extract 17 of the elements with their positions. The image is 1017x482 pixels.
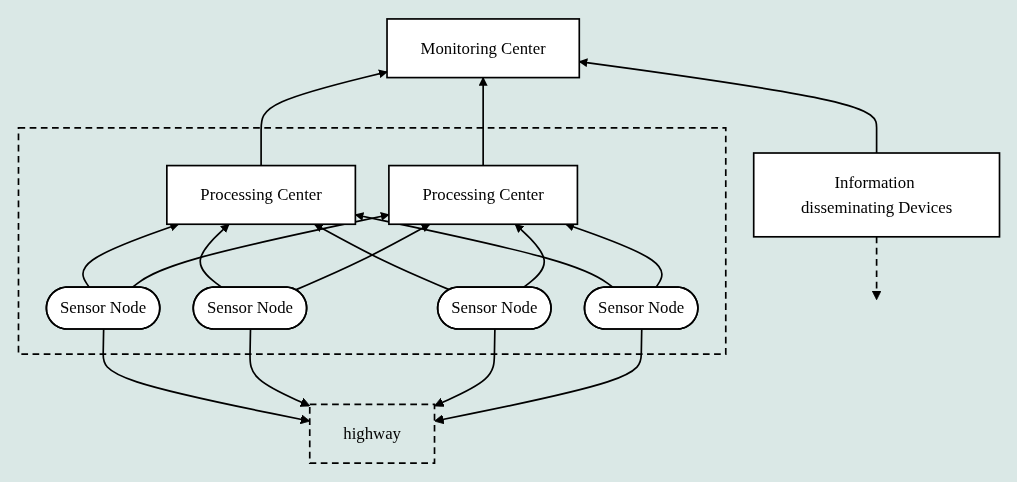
node-box: Processing Center: [165, 164, 356, 226]
arrow: [871, 235, 882, 301]
arrow: [198, 223, 230, 289]
arrow: [313, 223, 451, 291]
arrow: [248, 328, 310, 407]
node-box: Monitoring Center: [385, 18, 580, 79]
arrow: [433, 328, 496, 407]
cluster: [17, 127, 727, 355]
arrow: [478, 76, 488, 167]
arrow: [354, 212, 614, 289]
arrow: [513, 223, 545, 289]
arrow: [101, 328, 310, 425]
arrow: [294, 223, 431, 291]
node-box: Processing Center: [387, 164, 578, 226]
arrow: [433, 328, 643, 425]
node-box: Information disseminating Devices: [752, 152, 1000, 238]
node-box: highway: [308, 403, 435, 464]
